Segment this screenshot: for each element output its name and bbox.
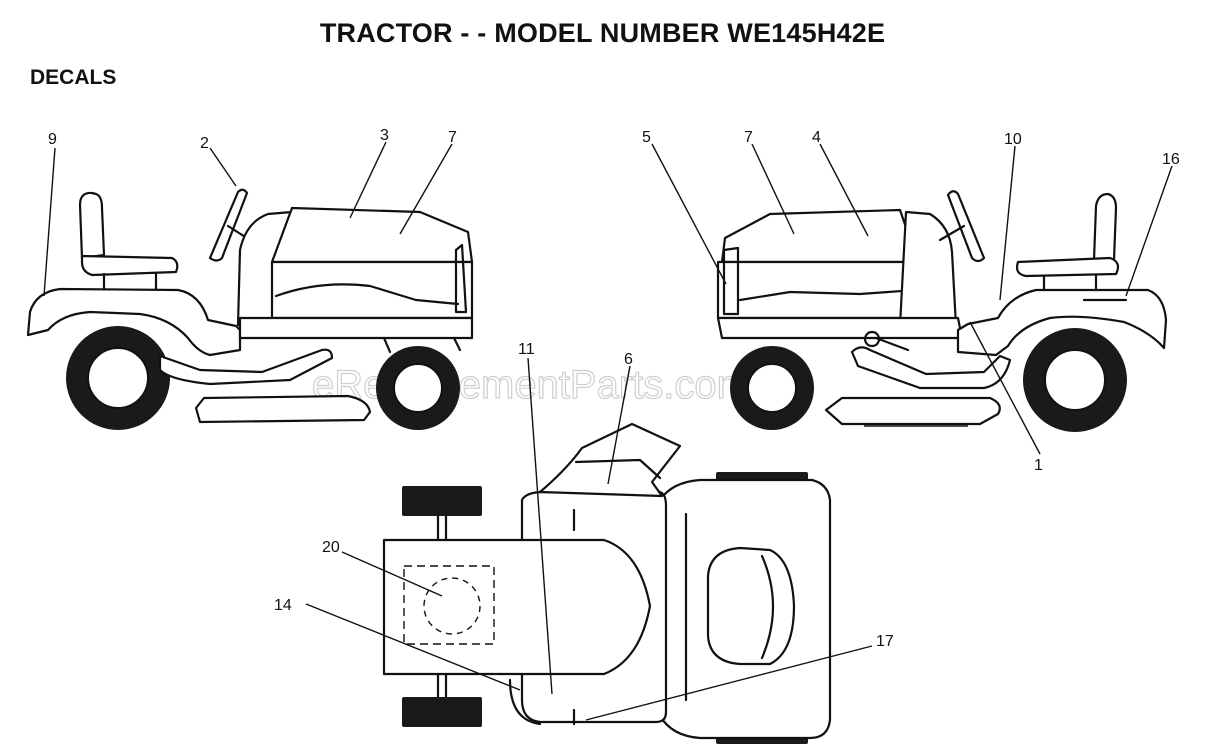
- front-left-wheel: [402, 486, 482, 516]
- steering-wheel: [208, 188, 249, 262]
- callout-11: 11: [518, 341, 535, 358]
- footrest: [850, 346, 1012, 390]
- callout-10: 10: [1004, 131, 1022, 148]
- steering-wheel: [946, 190, 986, 263]
- section-heading: DECALS: [30, 66, 117, 89]
- callout-3: 3: [380, 127, 389, 144]
- callout-7-right: 7: [744, 129, 753, 146]
- callout-numbers: 9 2 3 7 5 7 4 10 16 11 6 1 20 14 17: [48, 127, 1180, 650]
- leader-lines: [43, 141, 1173, 721]
- hood: [270, 206, 474, 264]
- callout-9: 9: [48, 131, 57, 148]
- rear-fender: [956, 288, 1168, 357]
- mower-deck: [194, 394, 372, 424]
- lift-lever: [863, 330, 910, 352]
- callout-20: 20: [322, 539, 340, 556]
- callout-2: 2: [200, 135, 209, 152]
- seat-cushion: [80, 254, 179, 277]
- hood-top: [382, 538, 652, 676]
- callout-6: 6: [624, 351, 633, 368]
- callout-17: 17: [876, 633, 894, 650]
- seat-top: [706, 546, 796, 666]
- front-right-wheel: [402, 697, 482, 727]
- tractor-right-side-view: [716, 190, 1168, 432]
- tractor-top-view: [382, 422, 832, 744]
- rear-fender: [26, 287, 242, 357]
- decal-area: [403, 565, 495, 645]
- callout-4: 4: [812, 129, 821, 146]
- callout-1: 1: [1034, 457, 1043, 474]
- tractor-left-side-view: [26, 188, 474, 430]
- page-title: TRACTOR - - MODEL NUMBER WE145H42E: [319, 18, 886, 48]
- mower-deck: [824, 396, 1001, 426]
- callout-14: 14: [274, 597, 292, 614]
- callout-7-left: 7: [448, 129, 457, 146]
- callout-5: 5: [642, 129, 651, 146]
- seat-back: [1092, 192, 1118, 262]
- footrest: [158, 348, 334, 386]
- callout-16: 16: [1162, 151, 1180, 168]
- hood: [720, 208, 920, 264]
- seat-cushion: [1015, 256, 1120, 278]
- dash-tower: [898, 210, 958, 328]
- seat-back: [78, 191, 106, 260]
